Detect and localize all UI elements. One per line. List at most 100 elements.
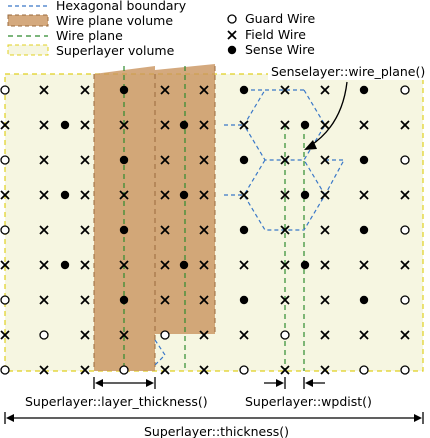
field-wire <box>160 120 170 130</box>
sense-wire <box>119 225 129 235</box>
field-wire <box>400 330 410 340</box>
field-wire <box>80 85 90 95</box>
field-wire <box>320 365 330 375</box>
field-wire <box>359 330 369 340</box>
layer-thickness-arrowhead-left <box>95 379 103 387</box>
sense-wire <box>239 155 249 165</box>
guard-wire <box>239 365 249 375</box>
field-wire <box>320 190 330 200</box>
field-wire <box>280 295 290 305</box>
field-wire <box>80 190 90 200</box>
field-wire-legend-icon <box>227 30 237 40</box>
thickness-arrowhead-right <box>414 414 422 422</box>
field-wire <box>320 225 330 235</box>
field-wire <box>39 225 49 235</box>
field-wire <box>280 155 290 165</box>
guard-wire <box>0 225 10 235</box>
sense-wire <box>239 85 249 95</box>
guard-wire <box>280 330 290 340</box>
sense-wire <box>119 295 129 305</box>
field-wire <box>320 330 330 340</box>
sense-wire <box>300 260 310 270</box>
field-wire <box>239 260 249 270</box>
field-wire <box>280 120 290 130</box>
legend-label-field-wire: Field Wire <box>245 27 306 42</box>
field-wire <box>0 260 10 270</box>
field-wire <box>320 295 330 305</box>
field-wire <box>119 190 129 200</box>
wpdist-dimension <box>264 377 325 389</box>
field-wire <box>199 190 209 200</box>
field-wire <box>280 85 290 95</box>
superlayer-volume-legend-swatch <box>7 44 49 56</box>
guard-wire <box>0 85 10 95</box>
field-wire <box>80 120 90 130</box>
field-wire <box>199 85 209 95</box>
field-wire <box>199 120 209 130</box>
sense-wire <box>60 120 70 130</box>
field-wire <box>80 295 90 305</box>
guard-wire <box>119 365 129 375</box>
legend-label-wire-plane-volume: Wire plane volume <box>56 13 173 28</box>
legend-label-superlayer-volume: Superlayer volume <box>56 43 175 58</box>
legend-label-guard-wire: Guard Wire <box>245 11 316 26</box>
wire-plane-arrow <box>309 81 348 147</box>
guard-wire <box>400 365 410 375</box>
field-wire <box>320 155 330 165</box>
field-wire <box>239 330 249 340</box>
field-wire <box>280 225 290 235</box>
field-wire <box>39 190 49 200</box>
sense-wire <box>239 295 249 305</box>
guard-wire <box>359 365 369 375</box>
sense-wire <box>60 260 70 270</box>
legend-label-sense-wire: Sense Wire <box>245 42 315 57</box>
sense-wire <box>179 120 189 130</box>
field-wire <box>199 330 209 340</box>
field-wire <box>280 260 290 270</box>
field-wire <box>160 225 170 235</box>
field-wire <box>199 225 209 235</box>
wpdist-arrowhead-right <box>305 379 313 387</box>
wire-plane-arrowhead <box>304 140 317 150</box>
field-wire <box>39 120 49 130</box>
field-wire <box>199 155 209 165</box>
sense-wire <box>300 190 310 200</box>
field-wire <box>320 260 330 270</box>
wire-plane-label-bg <box>268 63 428 80</box>
sense-wire <box>239 225 249 235</box>
thickness-arrowhead-left <box>6 414 14 422</box>
field-wire <box>119 120 129 130</box>
field-wire <box>400 120 410 130</box>
wpdist-annotation: Superlayer::wpdist() <box>245 394 372 409</box>
field-wire <box>199 295 209 305</box>
field-wire <box>400 190 410 200</box>
sense-wire <box>119 85 129 95</box>
field-wire <box>119 260 129 270</box>
field-wire <box>39 260 49 270</box>
field-wire <box>160 85 170 95</box>
sense-wire <box>359 155 369 165</box>
field-wire <box>160 260 170 270</box>
field-wire <box>320 85 330 95</box>
legend-label-hex: Hexagonal boundary <box>56 0 187 13</box>
guard-wire <box>160 330 170 340</box>
field-wire <box>359 190 369 200</box>
field-wire <box>0 190 10 200</box>
field-wire <box>239 190 249 200</box>
field-wire <box>80 365 90 375</box>
field-wire <box>119 330 129 340</box>
hex-boundary-line <box>324 159 346 196</box>
field-wire <box>80 225 90 235</box>
sense-wire <box>300 120 310 130</box>
sense-wire <box>359 225 369 235</box>
guard-wire-legend-icon <box>227 14 237 24</box>
wire-plane-volume-legend-swatch <box>7 14 49 27</box>
sense-wire <box>179 190 189 200</box>
field-wire <box>80 155 90 165</box>
field-wire <box>39 155 49 165</box>
field-wire <box>160 295 170 305</box>
field-wire <box>0 120 10 130</box>
wire-plane-volume-1 <box>94 66 155 371</box>
thickness-annotation: Superlayer::thickness() <box>144 424 289 438</box>
